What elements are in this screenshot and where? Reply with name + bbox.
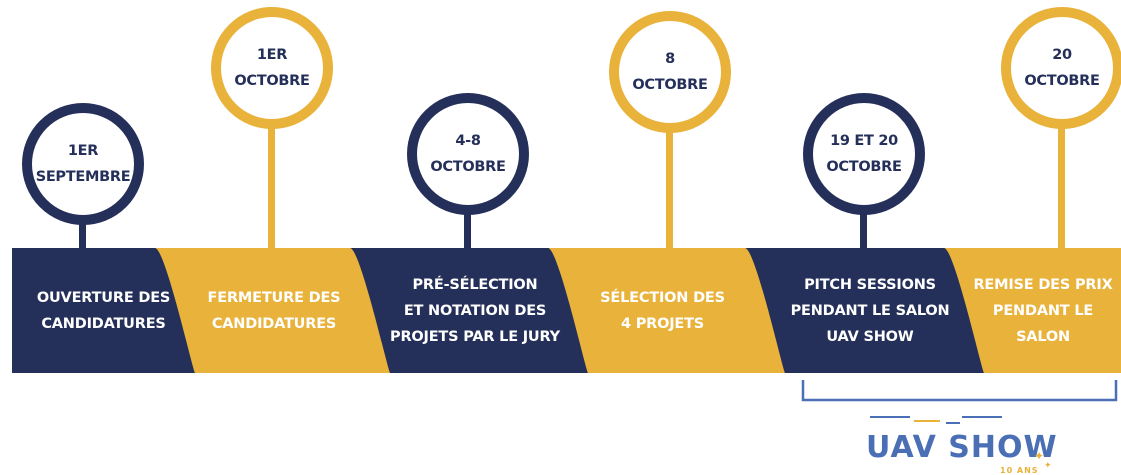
date-line: 19 ET 20 — [830, 133, 898, 149]
step-label-1: OUVERTURE DES CANDIDATURES — [12, 248, 195, 373]
bracket-line — [801, 380, 1118, 402]
step-label-6: REMISE DES PRIX PENDANT LE SALON — [965, 248, 1121, 373]
logo-wordmark: UAV SHOW — [866, 430, 1058, 465]
label-line: CANDIDATURES — [211, 315, 337, 332]
step-label-4: SÉLECTION DES 4 PROJETS — [585, 248, 740, 373]
label-line: OUVERTURE DES — [36, 289, 171, 306]
date-line: OCTOBRE — [1024, 73, 1100, 89]
milestone-date-5: 19 ET 20 OCTOBRE — [803, 93, 925, 215]
date-line: OCTOBRE — [826, 159, 902, 175]
step-label-3: PRÉ-SÉLECTION ET NOTATION DES PROJETS PA… — [390, 248, 560, 373]
label-line: CANDIDATURES — [41, 315, 166, 332]
label-line: PRÉ-SÉLECTION — [412, 276, 538, 293]
star-icon: ✦ — [1034, 449, 1045, 463]
timeline-bands — [12, 248, 1121, 373]
step-label-5: PITCH SESSIONS PENDANT LE SALON UAV SHOW — [780, 248, 960, 373]
label-line: FERMETURE DES — [207, 289, 341, 306]
milestone-stem-4 — [666, 130, 673, 248]
label-line: 4 PROJETS — [620, 315, 705, 332]
milestone-stem-3 — [464, 210, 471, 248]
milestone-date-6: 20 OCTOBRE — [1001, 7, 1121, 129]
date-line: 8 — [665, 51, 675, 67]
milestone-stem-2 — [268, 126, 275, 248]
milestone-date-4: 8 OCTOBRE — [609, 11, 731, 133]
date-line: SEPTEMBRE — [35, 169, 131, 185]
label-line: PROJETS PAR LE JURY — [390, 328, 560, 345]
date-line: 20 — [1052, 47, 1072, 63]
logo-tagline: 10 ANS — [1000, 466, 1039, 475]
date-line: 1ER — [67, 143, 99, 159]
timeline-band-2 — [155, 248, 390, 373]
date-line: 1ER — [256, 47, 288, 63]
star-icon: ✦ — [1044, 461, 1052, 471]
date-line: OCTOBRE — [430, 159, 506, 175]
label-line: PITCH SESSIONS — [804, 276, 936, 293]
label-line: PENDANT LE SALON — [790, 302, 950, 319]
date-line: OCTOBRE — [234, 73, 310, 89]
milestone-stem-6 — [1058, 126, 1065, 248]
logo-drone-line — [870, 416, 910, 418]
label-line: SÉLECTION DES — [600, 289, 725, 306]
timeline-band-6 — [944, 248, 1121, 373]
logo-drone-line — [962, 416, 1002, 418]
step-label-2: FERMETURE DES CANDIDATURES — [188, 248, 360, 373]
milestone-stem-5 — [860, 210, 867, 248]
label-line: SALON — [1016, 328, 1070, 345]
logo-drone-line — [914, 420, 940, 422]
timeline-band-5 — [745, 248, 984, 373]
milestone-date-3: 4-8 OCTOBRE — [407, 93, 529, 215]
date-line: OCTOBRE — [632, 77, 708, 93]
milestone-date-2: 1ER OCTOBRE — [211, 7, 333, 129]
milestone-date-1: 1ER SEPTEMBRE — [22, 103, 144, 225]
label-line: REMISE DES PRIX — [973, 276, 1113, 293]
timeline-band-3 — [350, 248, 588, 373]
timeline-band-1 — [12, 248, 195, 373]
date-line: 4-8 — [455, 133, 481, 149]
logo-drone-line — [946, 422, 960, 424]
label-line: UAV SHOW — [826, 328, 914, 345]
timeline-band-4 — [548, 248, 785, 373]
label-line: ET NOTATION DES — [403, 302, 547, 319]
milestone-stem-1 — [79, 210, 86, 248]
uav-show-logo: UAV SHOW ✦ ✦ 10 ANS — [866, 408, 1058, 475]
label-line: PENDANT LE — [992, 302, 1094, 319]
